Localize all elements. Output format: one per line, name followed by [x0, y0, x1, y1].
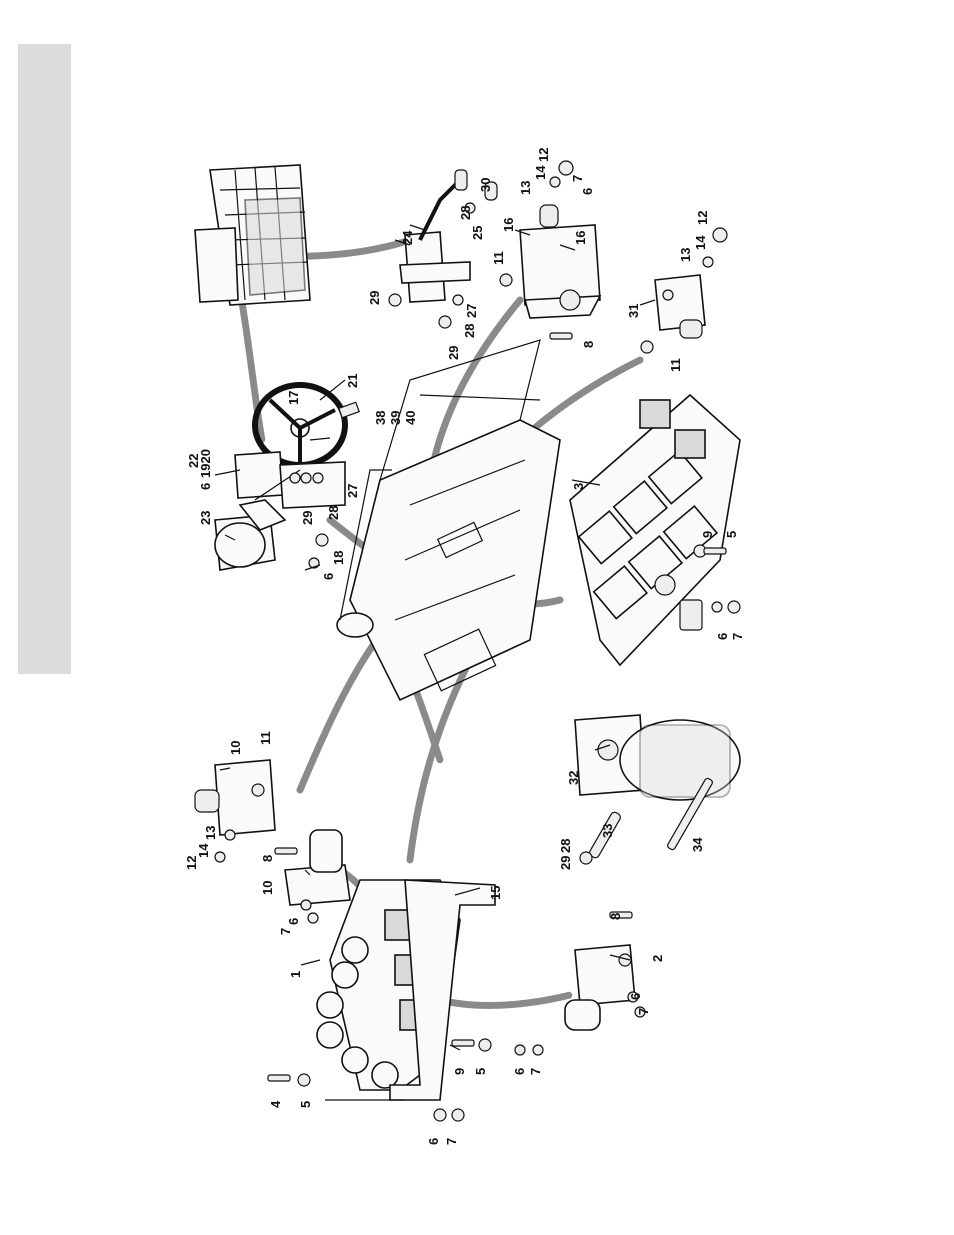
- callout-27-a: 27: [345, 484, 360, 498]
- callout-4: 4: [268, 1100, 283, 1108]
- valve-bank-3: [570, 395, 740, 665]
- callout-31: 31: [626, 304, 641, 318]
- callout-6-f: 6: [426, 1138, 441, 1145]
- callout-28-d: 28: [558, 839, 573, 853]
- block-31: [655, 275, 705, 338]
- callout-10-b: 10: [260, 881, 275, 895]
- block-10-upper: [195, 760, 275, 835]
- callout-21: 21: [345, 374, 360, 388]
- callout-8-b: 8: [260, 855, 275, 862]
- callout-16-a: 16: [501, 218, 516, 232]
- callout-32: 32: [566, 771, 581, 785]
- callout-22: 22: [186, 454, 201, 468]
- callout-5-a: 5: [724, 531, 739, 538]
- callout-6-e: 6: [286, 918, 301, 925]
- callout-39: 39: [388, 411, 403, 425]
- callout-5-b: 5: [298, 1101, 313, 1108]
- callout-15: 15: [488, 886, 503, 900]
- callout-7-f: 7: [636, 1008, 651, 1015]
- callout-28-b: 28: [458, 206, 473, 220]
- callout-10-a: 10: [228, 741, 243, 755]
- callout-13-c: 13: [203, 826, 218, 840]
- callout-25: 25: [470, 226, 485, 240]
- callout-6-d: 6: [715, 633, 730, 640]
- callout-24: 24: [400, 230, 415, 245]
- callout-7-d: 7: [444, 1138, 459, 1145]
- callout-8-c: 8: [608, 913, 623, 920]
- callout-9-b: 9: [452, 1068, 467, 1075]
- callout-14-c: 14: [196, 843, 211, 858]
- filter-32: [575, 715, 740, 800]
- callout-11-a: 11: [491, 251, 506, 265]
- callout-7-b: 7: [730, 633, 745, 640]
- callout-7-e: 7: [528, 1068, 543, 1075]
- block-2: [565, 945, 635, 1030]
- block-10-lower: [285, 830, 350, 905]
- callout-6-c: 6: [580, 188, 595, 195]
- callout-7-a: 7: [570, 175, 585, 182]
- callout-14-a: 14: [533, 165, 548, 180]
- callout-5-c: 5: [473, 1068, 488, 1075]
- callout-9-a: 9: [700, 531, 715, 538]
- hose-1-2: [440, 995, 570, 1005]
- callout-18: 18: [331, 551, 346, 565]
- valve-block-16: [520, 205, 600, 318]
- callout-6-h: 6: [628, 993, 643, 1000]
- callout-16-b: 16: [573, 231, 588, 245]
- callout-38: 38: [373, 411, 388, 425]
- callout-11-b: 11: [668, 358, 683, 372]
- callout-2: 2: [650, 955, 665, 962]
- callout-30: 30: [478, 178, 493, 192]
- control-valve-1: [317, 880, 495, 1100]
- callout-28-a: 28: [326, 506, 341, 520]
- callout-28-c: 28: [462, 324, 477, 338]
- callout-29-b: 29: [367, 291, 382, 305]
- callout-12-a: 12: [536, 148, 551, 162]
- callout-12-b: 12: [695, 211, 710, 225]
- callout-40: 40: [403, 411, 418, 425]
- callout-17: 17: [286, 391, 301, 405]
- callout-29-c: 29: [446, 346, 461, 360]
- callout-6-top: 6: [198, 483, 213, 490]
- callout-1: 1: [288, 971, 303, 978]
- callout-27-b: 27: [464, 304, 479, 318]
- callout-14-b: 14: [693, 235, 708, 250]
- callout-29-a: 29: [300, 511, 315, 525]
- callout-6-b: 6: [321, 573, 336, 580]
- callout-13-b: 13: [678, 248, 693, 262]
- callout-13-a: 13: [518, 181, 533, 195]
- callout-33: 33: [600, 824, 615, 838]
- callout-6-g: 6: [512, 1068, 527, 1075]
- callout-34: 34: [690, 837, 705, 852]
- callout-3: 3: [571, 483, 586, 490]
- callout-7-c: 7: [278, 928, 293, 935]
- callout-11-c: 11: [258, 731, 273, 745]
- callout-8-a: 8: [581, 341, 596, 348]
- callout-29-d: 29: [558, 856, 573, 870]
- platform-basket: [195, 165, 310, 305]
- callout-23: 23: [198, 511, 213, 525]
